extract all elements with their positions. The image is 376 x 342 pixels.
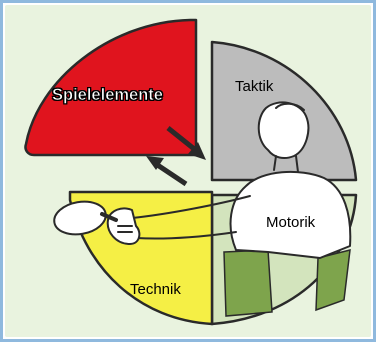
spielelemente-label: Spielelemente <box>52 86 163 105</box>
arrow-technik-to-spielelemente <box>146 156 186 184</box>
player-shorts-right <box>316 250 350 310</box>
player-shorts <box>224 250 272 316</box>
taktik-label: Taktik <box>235 78 273 95</box>
technik-label: Technik <box>130 281 181 298</box>
motorik-label: Motorik <box>266 214 315 231</box>
